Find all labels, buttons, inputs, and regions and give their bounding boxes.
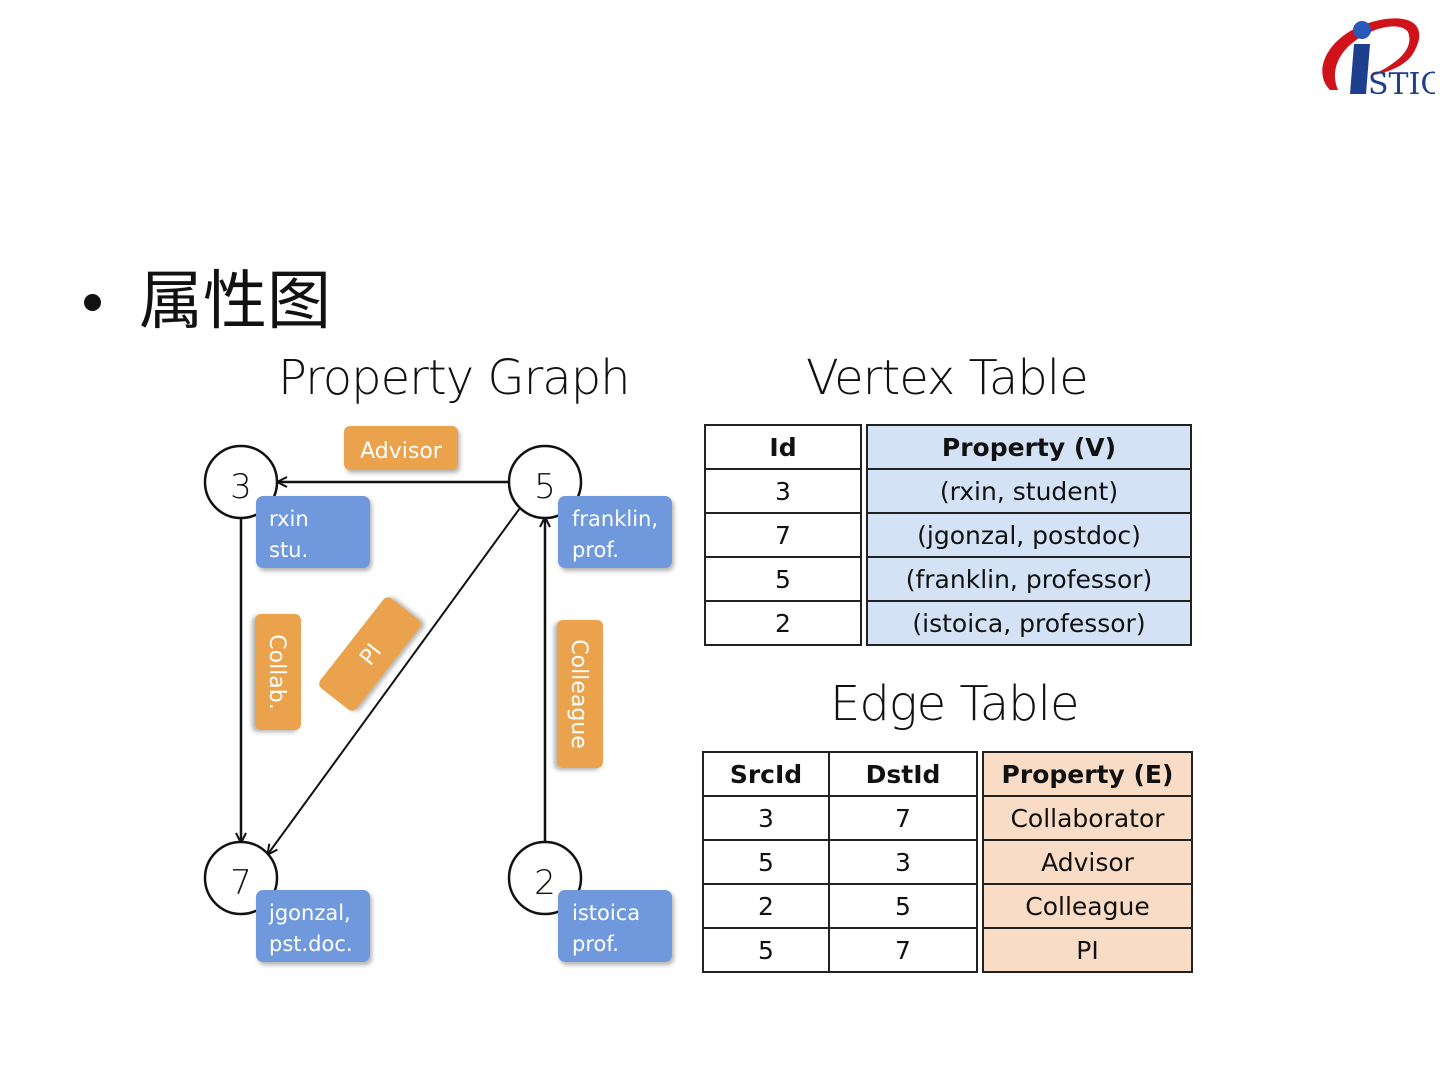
vertex-3-label-1: rxin [269, 507, 309, 531]
table-cell: (jgonzal, postdoc) [866, 512, 1192, 558]
table-cell: Collaborator [982, 795, 1193, 841]
table-cell: 5 [704, 556, 862, 602]
column-gap [860, 557, 868, 601]
vertex-3-label-box [256, 496, 370, 568]
vertex-2-label-1: istoica [572, 901, 640, 925]
edge-label-collab: Collab. [264, 634, 289, 710]
table-cell: 5 [828, 883, 978, 929]
column-gap [976, 752, 984, 796]
edge-table-header-srcid: SrcId [702, 751, 830, 797]
table-cell: 3 [702, 795, 830, 841]
vertex-2-label-2: prof. [572, 932, 619, 956]
table-row: 7 (jgonzal, postdoc) [704, 512, 1192, 558]
table-header-row: Id Property (V) [704, 424, 1192, 470]
column-gap [860, 425, 868, 469]
table-row: 5 7 PI [702, 927, 1193, 973]
edge-table: SrcId DstId Property (E) 3 7 Collaborato… [702, 751, 1193, 973]
edge-label-pi-box [319, 597, 421, 711]
table-cell: 3 [828, 839, 978, 885]
logo-dot [1353, 21, 1371, 39]
column-gap [860, 469, 868, 513]
edge-table-title: Edge Table [830, 676, 1080, 732]
table-cell: (rxin, student) [866, 468, 1192, 514]
column-gap [976, 884, 984, 928]
table-cell: 2 [704, 600, 862, 646]
vertex-3-id: 3 [230, 467, 252, 507]
edge-label-colleague-box [557, 620, 603, 768]
vertex-5-label-2: prof. [572, 538, 619, 562]
table-cell: 3 [704, 468, 862, 514]
table-cell: 2 [702, 883, 830, 929]
table-row: 5 (franklin, professor) [704, 556, 1192, 602]
edge-label-collab-box [255, 614, 301, 730]
vertex-5-label-box [558, 496, 672, 568]
column-gap [976, 840, 984, 884]
vertex-7-label-1: jgonzal, [268, 901, 351, 925]
bullet-text: 属性图 [139, 265, 331, 339]
table-row: 2 (istoica, professor) [704, 600, 1192, 646]
logo-i-stem [1350, 44, 1370, 94]
vertex-3-label-2: stu. [269, 538, 308, 562]
bullet-item: 属性图 [84, 262, 331, 342]
table-cell: 7 [828, 927, 978, 973]
vertex-table-header-id: Id [704, 424, 862, 470]
vertex-2-id: 2 [534, 863, 556, 903]
table-cell: Colleague [982, 883, 1193, 929]
table-cell: 7 [828, 795, 978, 841]
logo-text: STIC [1368, 67, 1435, 102]
vertex-table-header-property: Property (V) [866, 424, 1192, 470]
logo-swoosh [1322, 18, 1420, 90]
bullet-dot [84, 293, 101, 311]
vertex-table-title: Vertex Table [806, 350, 1089, 406]
table-row: 3 (rxin, student) [704, 468, 1192, 514]
table-header-row: SrcId DstId Property (E) [702, 751, 1193, 797]
edge-table-header-dstid: DstId [828, 751, 978, 797]
column-gap [860, 513, 868, 557]
edge-label-advisor-box [344, 426, 458, 470]
vertex-7-label-box [256, 890, 370, 962]
table-cell: (istoica, professor) [866, 600, 1192, 646]
property-graph: Advisor Collab. PI Colleague 3 5 7 2 rxi… [203, 426, 672, 962]
table-row: 3 7 Collaborator [702, 795, 1193, 841]
table-row: 2 5 Colleague [702, 883, 1193, 929]
table-cell: PI [982, 927, 1193, 973]
table-cell: (franklin, professor) [866, 556, 1192, 602]
edge-label-colleague: Colleague [566, 639, 591, 749]
column-gap [860, 601, 868, 645]
table-cell: 7 [704, 512, 862, 558]
edge-5-7 [268, 507, 521, 854]
table-cell: 5 [702, 839, 830, 885]
vertex-5-id: 5 [534, 467, 556, 507]
table-row: 5 3 Advisor [702, 839, 1193, 885]
vertex-2-label-box [558, 890, 672, 962]
table-cell: 5 [702, 927, 830, 973]
edge-label-advisor: Advisor [360, 439, 443, 464]
vertex-7-id: 7 [230, 863, 252, 903]
column-gap [976, 796, 984, 840]
vertex-7-label-2: pst.doc. [269, 932, 353, 956]
edge-table-header-property: Property (E) [982, 751, 1193, 797]
column-gap [976, 928, 984, 972]
graph-title: Property Graph [278, 350, 631, 406]
vertex-table: Id Property (V) 3 (rxin, student) 7 (jgo… [704, 424, 1192, 646]
table-cell: Advisor [982, 839, 1193, 885]
vertex-5-label-1: franklin, [572, 507, 658, 531]
istic-logo: STIC [1322, 18, 1435, 102]
